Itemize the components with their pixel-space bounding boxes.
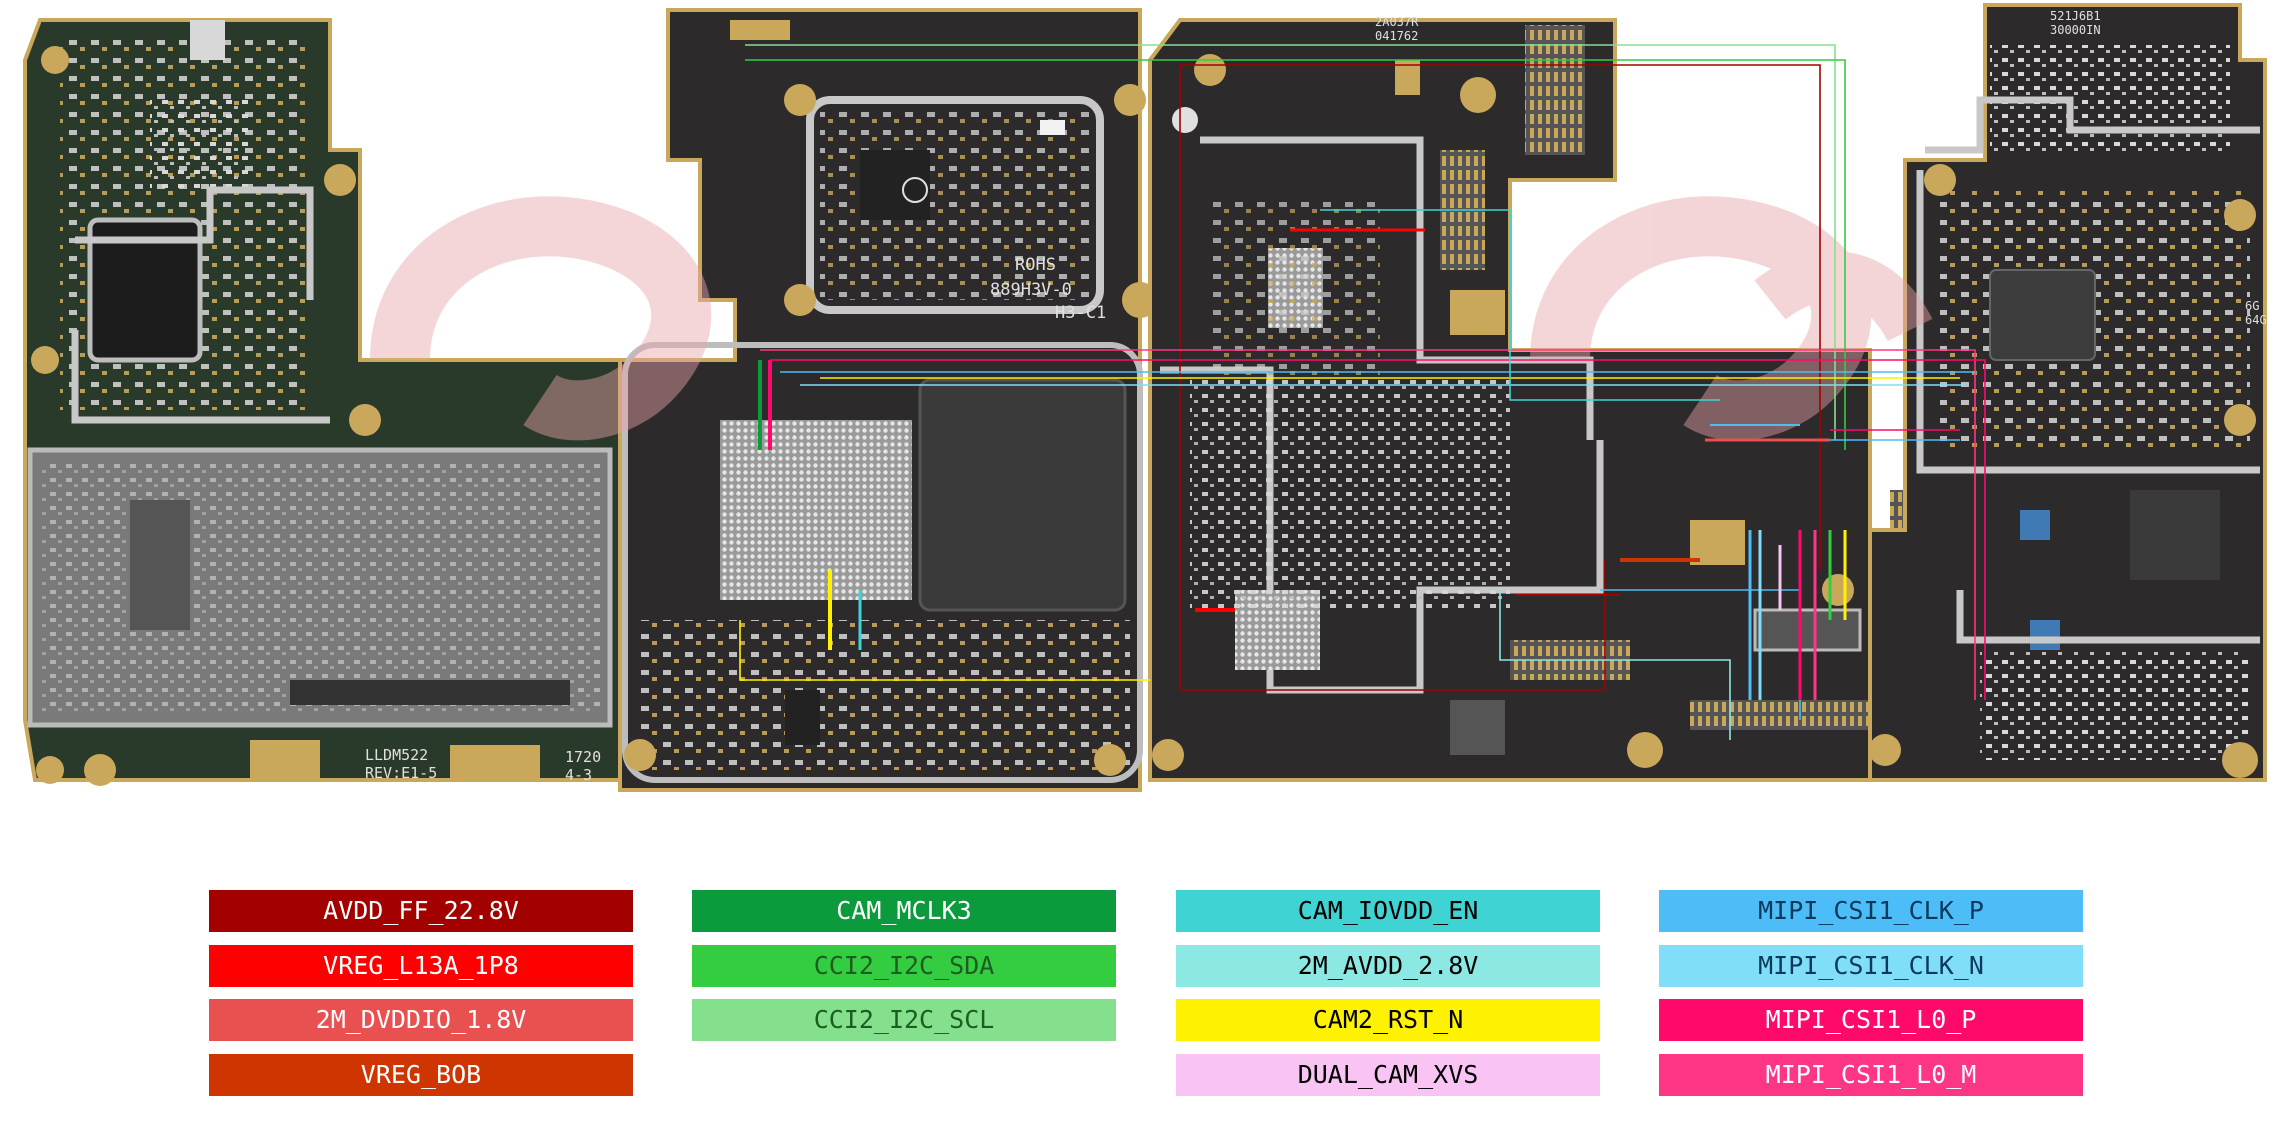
legend-label: CAM_MCLK3 <box>836 896 972 925</box>
pcb-diagram: LLDM522 REV:E1-5 1720 4-3 ROHS 889H3V-0 … <box>23 3 2267 792</box>
legend-item: 2M_AVDD_2.8V <box>1176 944 1600 987</box>
board-rev-text: LLDM522 <box>365 746 428 764</box>
mem2-text: 64G <box>2245 313 2267 327</box>
right-code1-text: 521J6B1 <box>2050 9 2101 23</box>
legend-item: CAM_MCLK3 <box>692 890 1116 932</box>
legend-item: DUAL_CAM_XVS <box>1176 1053 1600 1096</box>
legend-item: AVDD_FF_22.8V <box>209 890 633 932</box>
legend-item: MIPI_CSI1_CLK_N <box>1659 944 2083 987</box>
legend-column-1: AVDD_FF_22.8V VREG_L13A_1P8 2M_DVDDIO_1.… <box>209 890 633 1108</box>
signal-traces <box>739 44 1986 740</box>
legend-label: DUAL_CAM_XVS <box>1297 1059 1479 1089</box>
legend-label: MIPI_CSI1_L0_M <box>1765 1059 1977 1089</box>
legend-label: CCI2_I2C_SDA <box>813 950 995 980</box>
rev-text: REV:E1-5 <box>365 764 437 782</box>
left-board: LLDM522 REV:E1-5 1720 4-3 <box>23 18 622 786</box>
watermark-shapes <box>370 196 1933 441</box>
legend-label: AVDD_FF_22.8V <box>323 896 519 925</box>
legend-item: VREG_L13A_1P8 <box>209 944 633 987</box>
legend-label: VREG_L13A_1P8 <box>323 950 519 980</box>
legend-item: MIPI_CSI1_L0_M <box>1659 1053 2083 1096</box>
legend-label: 2M_AVDD_2.8V <box>1297 950 1479 980</box>
legend-item: 2M_DVDDIO_1.8V <box>209 999 633 1041</box>
legend-column-3: CAM_IOVDD_EN 2M_AVDD_2.8V CAM2_RST_N DUA… <box>1176 890 1600 1108</box>
right-board: 521J6B1 30000IN 6G 64G <box>1868 3 2267 782</box>
legend-label: VREG_BOB <box>360 1059 482 1089</box>
legend-item: CCI2_I2C_SDA <box>692 944 1116 987</box>
part-code-text: 889H3V-0 <box>990 280 1072 300</box>
part-code2-text: H3-C1 <box>1055 303 1106 323</box>
legend-label: MIPI_CSI1_L0_P <box>1765 1005 1977 1034</box>
legend-label: 2M_DVDDIO_1.8V <box>315 1005 527 1034</box>
legend-item: MIPI_CSI1_CLK_P <box>1659 890 2083 932</box>
legend-label: CAM_IOVDD_EN <box>1297 896 1479 925</box>
top-code1-text: 2A037R <box>1375 15 1419 29</box>
legend-item: VREG_BOB <box>209 1053 633 1096</box>
legend-item: CAM_IOVDD_EN <box>1176 890 1600 932</box>
date-text: 1720 <box>565 748 601 766</box>
legend-label: CAM2_RST_N <box>1312 1005 1464 1034</box>
center-left-board: ROHS 889H3V-0 H3-C1 <box>618 8 1158 792</box>
legend-label: CCI2_I2C_SCL <box>813 1005 995 1034</box>
legend-column-2: CAM_MCLK3 CCI2_I2C_SDA CCI2_I2C_SCL <box>692 890 1116 1054</box>
top-code2-text: 041762 <box>1375 29 1418 43</box>
date-text-2: 4-3 <box>565 766 592 784</box>
rohs-text: ROHS <box>1015 255 1056 275</box>
legend-column-4: MIPI_CSI1_CLK_P MIPI_CSI1_CLK_N MIPI_CSI… <box>1659 890 2083 1108</box>
legend-item: MIPI_CSI1_L0_P <box>1659 999 2083 1041</box>
legend-label: MIPI_CSI1_CLK_N <box>1758 950 1984 980</box>
legend-item: CCI2_I2C_SCL <box>692 999 1116 1041</box>
legend-item: CAM2_RST_N <box>1176 999 1600 1041</box>
legend-label: MIPI_CSI1_CLK_P <box>1758 896 1984 925</box>
right-code2-text: 30000IN <box>2050 23 2101 37</box>
